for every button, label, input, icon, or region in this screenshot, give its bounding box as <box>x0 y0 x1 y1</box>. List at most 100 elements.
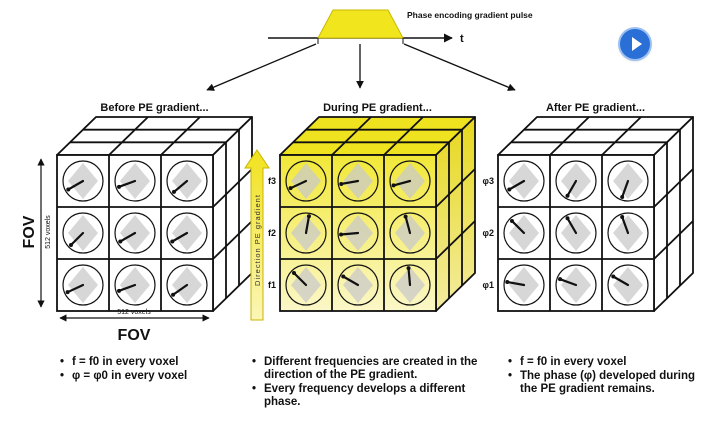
bullet-before-1: f = f0 in every voxel <box>60 356 260 369</box>
voxel-circle <box>114 160 156 202</box>
fov-horizontal-sub: 512 voxels <box>117 309 151 316</box>
voxel <box>114 264 156 306</box>
magnetization-vector <box>171 231 189 243</box>
voxel <box>114 212 156 254</box>
arrow-to-before <box>206 43 317 91</box>
magnetization-vector <box>172 179 189 194</box>
cube-side-edge <box>435 168 476 208</box>
vector-tip <box>620 194 625 199</box>
voxel <box>62 264 104 306</box>
vector-tip <box>68 243 73 248</box>
voxel-circle <box>166 264 208 306</box>
voxel-circle <box>607 212 649 254</box>
magnetization-vector <box>566 217 578 235</box>
magnetization-vector <box>340 179 360 186</box>
voxel-circle <box>62 264 104 306</box>
fov-vertical-label: FOV <box>21 215 38 248</box>
magnetization-vector <box>171 283 189 296</box>
vector-tip <box>505 280 510 285</box>
vector-tip <box>117 184 122 189</box>
cube-top-edge <box>549 116 590 156</box>
row-label: f1 <box>268 280 276 290</box>
magnetization-vector <box>69 231 85 247</box>
cube-panel-1: Before PE gradient... <box>56 102 253 312</box>
voxel <box>503 212 545 254</box>
vector-tip <box>558 277 563 282</box>
voxel-circle <box>285 212 327 254</box>
play-button[interactable] <box>620 29 650 59</box>
panel-title: Before PE gradient... <box>100 102 208 114</box>
voxel-circle <box>285 160 327 202</box>
magnetization-vector <box>566 179 578 197</box>
vector-tip <box>406 266 411 271</box>
vector-tip <box>117 288 122 293</box>
cube-top-edge <box>601 116 642 156</box>
voxel <box>607 160 649 202</box>
voxel <box>503 160 545 202</box>
vector-tip <box>620 215 625 220</box>
cube-side-edge <box>653 168 694 208</box>
bullets-before: f = f0 in every voxel φ = φ0 in every vo… <box>60 356 260 384</box>
magnetization-vector <box>289 179 308 190</box>
cube-top-edge <box>108 116 149 156</box>
magnetization-vector <box>621 215 630 235</box>
voxel <box>166 212 208 254</box>
magnetization-vector <box>392 179 412 187</box>
voxel <box>503 264 545 306</box>
voxel <box>607 264 649 306</box>
row-label: φ3 <box>483 176 494 186</box>
row-label: f3 <box>268 176 276 186</box>
cube-side-edge <box>435 220 476 260</box>
gradient-pulse-shape <box>317 9 404 39</box>
row-label: φ1 <box>483 280 494 290</box>
voxel <box>166 264 208 306</box>
vector-tip <box>341 274 346 279</box>
cube-side-edge <box>212 168 253 208</box>
voxel <box>389 212 431 254</box>
voxel-circle <box>555 212 597 254</box>
voxel <box>389 264 431 306</box>
magnetization-vector <box>510 219 526 235</box>
voxel-circle <box>337 160 379 202</box>
voxel <box>555 160 597 202</box>
vector-tip <box>171 292 176 297</box>
vector-tip <box>509 218 514 223</box>
voxel-circle <box>503 212 545 254</box>
direction-arrow <box>244 149 270 321</box>
cube-top-edge <box>383 116 424 156</box>
row-label: f2 <box>268 228 276 238</box>
bullets-during: Different frequencies are created in the… <box>252 356 482 410</box>
voxel-circle <box>62 212 104 254</box>
voxel-circle <box>114 212 156 254</box>
vector-tip <box>611 274 616 279</box>
magnetization-vector <box>404 215 412 235</box>
bullet-after-2: The phase (φ) developed during the PE gr… <box>508 370 708 396</box>
pulse-label: Phase encoding gradient pulse <box>407 10 533 20</box>
voxel <box>285 264 327 306</box>
arrow-to-after <box>403 43 516 91</box>
voxel-circle <box>555 264 597 306</box>
voxel-circle <box>389 212 431 254</box>
fov-horizontal-label: FOV <box>118 327 151 344</box>
cube-top-edge <box>331 116 372 156</box>
voxel-circle <box>503 160 545 202</box>
voxel <box>114 160 156 202</box>
voxel <box>389 160 431 202</box>
vector-tip <box>291 270 296 275</box>
voxel-circle <box>389 264 431 306</box>
voxel <box>285 212 327 254</box>
magnetization-vector <box>119 231 137 243</box>
voxel-circle <box>62 160 104 202</box>
row-label: φ2 <box>483 228 494 238</box>
voxel-circle <box>166 160 208 202</box>
vector-tip <box>288 186 293 191</box>
voxel-circle <box>503 264 545 306</box>
voxel-circle <box>555 160 597 202</box>
vector-tip <box>170 239 175 244</box>
voxel <box>285 160 327 202</box>
voxel-circle <box>389 160 431 202</box>
vector-tip <box>339 232 344 237</box>
vector-tip <box>118 239 123 244</box>
magnetization-vector <box>612 275 630 287</box>
